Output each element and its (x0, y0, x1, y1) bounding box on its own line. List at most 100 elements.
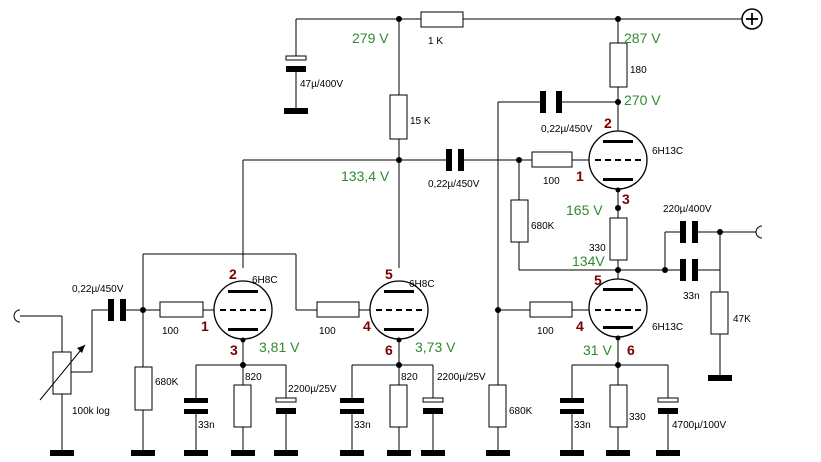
label-r-680k-v1: 680K (155, 377, 179, 388)
tube-v2 (369, 280, 429, 343)
label-c-022-top: 0,22µ/450V (541, 124, 593, 135)
pin-v1-grid: 1 (201, 318, 209, 334)
capacitor-022-top (540, 91, 562, 113)
voltage-v4-cathode: 31 V (583, 342, 612, 358)
label-c-022-mid: 0,22µ/450V (428, 179, 480, 190)
resistor-680k-v1 (134, 366, 153, 411)
capacitor-33n-out (680, 259, 698, 281)
capacitor-2200u-v2 (422, 397, 444, 414)
ground-symbol (708, 375, 732, 381)
pin-v1-plate: 2 (229, 266, 237, 282)
resistor-180 (609, 42, 628, 88)
resistor-47k (710, 291, 729, 335)
plus-terminal-icon (741, 8, 763, 30)
pin-v4-plate: 5 (594, 272, 602, 288)
label-r-680k-fb: 680K (531, 221, 555, 232)
ground-symbol (131, 450, 155, 456)
label-c-2200-v2: 2200µ/25V (437, 372, 486, 383)
junctions (140, 16, 723, 368)
voltage-v2-cathode: 3,73 V (415, 339, 456, 355)
voltage-v1-cathode: 3,81 V (259, 339, 300, 355)
pin-v3-cathode: 3 (622, 191, 630, 207)
label-c-33n-v2: 33n (354, 420, 371, 431)
label-r-100-v2: 100 (319, 326, 336, 337)
tube-type-v1: 6H8C (252, 275, 278, 286)
resistor-330-mid (609, 217, 628, 261)
label-r-100-v4: 100 (537, 326, 554, 337)
resistor-1k (420, 11, 464, 28)
ground-symbol (340, 450, 364, 456)
label-r-100-v1: 100 (162, 326, 179, 337)
potentiometer (39, 344, 86, 401)
label-r-820-v1: 820 (245, 372, 262, 383)
label-pot: 100k log (72, 406, 110, 417)
ground-symbol (284, 108, 308, 114)
resistor-100-v3-grid (531, 151, 573, 168)
capacitor-47u (285, 55, 307, 72)
tube-v1 (213, 280, 273, 343)
resistors (134, 11, 729, 428)
tube-type-v2: 6H8C (409, 279, 435, 290)
label-r-47k: 47K (733, 314, 751, 325)
label-c-4700u: 4700µ/100V (672, 420, 726, 431)
wires (20, 18, 755, 452)
pin-v1-cathode: 3 (230, 342, 238, 358)
tube-type-v4: 6H13C (652, 322, 683, 333)
capacitor-220u (680, 221, 698, 243)
label-r-100-v3: 100 (543, 176, 560, 187)
pin-v4-cathode: 6 (627, 342, 635, 358)
ground-symbol (560, 450, 584, 456)
capacitor-022-mid (446, 149, 464, 171)
voltage-279: 279 V (352, 30, 389, 46)
resistor-330-cathode (609, 384, 628, 428)
label-c-2200-v1: 2200µ/25V (288, 384, 337, 395)
pin-numbers: 2 1 3 5 4 6 2 1 3 5 4 6 (201, 115, 635, 358)
ground-symbol (606, 450, 630, 456)
label-r-820-v2: 820 (401, 372, 418, 383)
capacitor-33n-v4 (560, 398, 584, 414)
ground-symbol (50, 450, 74, 456)
input-jack-icon (13, 309, 21, 323)
ground-symbol (421, 450, 445, 456)
ground-symbol (387, 450, 411, 456)
ground-symbol (184, 450, 208, 456)
component-labels: 1 K 47µ/400V 15 K 180 0,22µ/450V 0,22µ/4… (72, 36, 751, 431)
tube-type-v3: 6H13C (652, 146, 683, 157)
label-c-33n-v4: 33n (574, 420, 591, 431)
voltage-287: 287 V (624, 30, 661, 46)
resistor-100-v4-grid (529, 301, 573, 318)
label-r-680k-v4: 680K (509, 406, 533, 417)
pin-v2-cathode: 6 (385, 342, 393, 358)
label-r-15k: 15 K (410, 116, 431, 127)
resistor-100-v2-grid (316, 301, 360, 318)
resistor-680k-v4 (488, 384, 507, 428)
pin-v2-grid: 4 (363, 318, 371, 334)
label-c-33n-out: 33n (683, 291, 700, 302)
pin-v3-grid: 1 (576, 168, 584, 184)
label-c-022-in: 0,22µ/450V (72, 284, 124, 295)
capacitor-022-input (108, 299, 126, 321)
grounds (50, 108, 732, 456)
output-jack-icon (755, 225, 763, 239)
ground-symbol (486, 450, 510, 456)
pin-v3-plate: 2 (604, 115, 612, 131)
pin-v2-plate: 5 (385, 266, 393, 282)
voltage-165: 165 V (566, 202, 603, 218)
pin-v4-grid: 4 (576, 318, 584, 334)
capacitor-33n-v1 (184, 398, 208, 414)
resistor-820-v1 (233, 384, 252, 428)
capacitor-33n-v2 (340, 398, 364, 414)
label-c-47u: 47µ/400V (300, 79, 343, 90)
label-r-180: 180 (630, 65, 647, 76)
label-c-220u: 220µ/400V (663, 204, 712, 215)
capacitor-2200u-v1 (275, 397, 297, 414)
capacitors (108, 55, 698, 414)
voltage-134: 134V (572, 253, 605, 269)
tube-labels: 6H8C 6H8C 6H13C 6H13C (252, 146, 683, 333)
voltage-270: 270 V (624, 92, 661, 108)
voltage-readings: 279 V 287 V 270 V 133,4 V 165 V 134V 3,8… (259, 30, 661, 358)
label-r-330-mid: 330 (589, 243, 606, 254)
ground-symbol (274, 450, 298, 456)
resistor-680k-feedback (510, 199, 529, 243)
